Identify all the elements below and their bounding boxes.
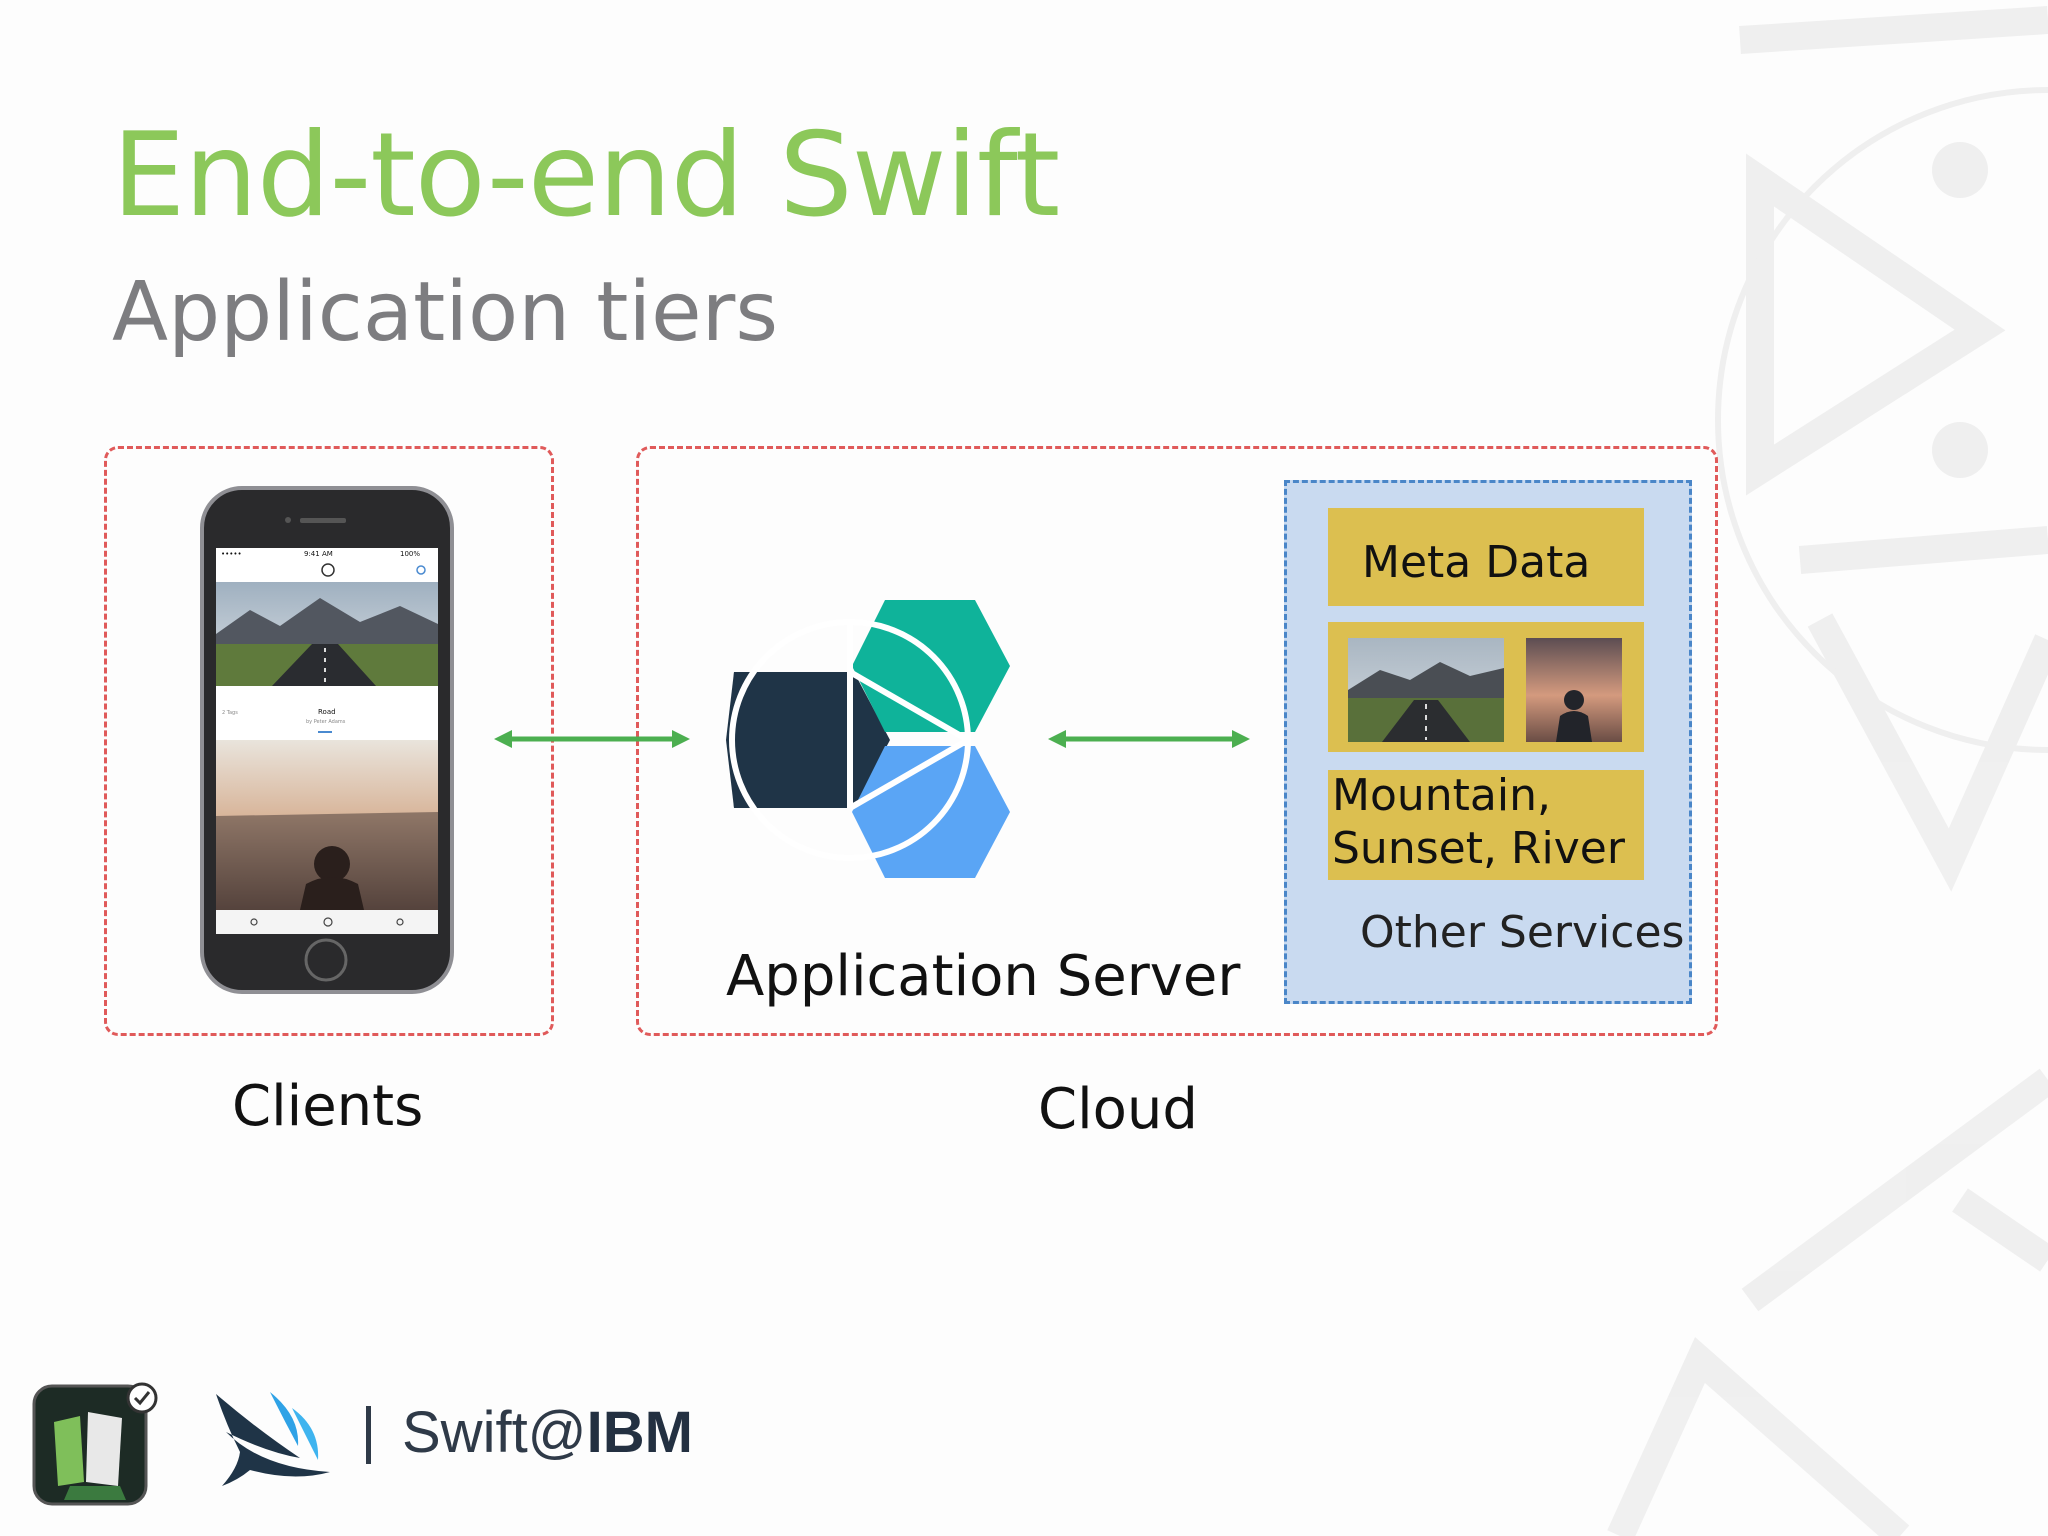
swift-ibm-wordmark: Swift@IBM bbox=[402, 1404, 693, 1462]
sunset-thumbnail bbox=[1526, 638, 1622, 742]
iphone-device-icon: ••••• 9:41 AM 100% Road by Peter Adams 2… bbox=[200, 486, 454, 994]
phone-status-battery: 100% bbox=[400, 550, 420, 558]
app-icon bbox=[32, 1382, 158, 1506]
tags-label: Mountain, Sunset, River bbox=[1332, 770, 1625, 874]
phone-post-byline: by Peter Adams bbox=[306, 719, 346, 725]
tags-block bbox=[1328, 770, 1644, 880]
footer-divider bbox=[366, 1406, 371, 1464]
clients-label: Clients bbox=[232, 1074, 424, 1139]
phone-status-time: 9:41 AM bbox=[304, 550, 333, 558]
meta-data-block bbox=[1328, 508, 1644, 606]
application-server-label: Application Server bbox=[726, 944, 1241, 1009]
road-thumbnail bbox=[1348, 638, 1504, 742]
phone-post-tags: 2 Tags bbox=[222, 710, 238, 716]
cloud-label: Cloud bbox=[1038, 1077, 1198, 1142]
brand-ibm: IBM bbox=[586, 1400, 693, 1465]
slide-subtitle: Application tiers bbox=[112, 265, 779, 360]
meta-data-label: Meta Data bbox=[1362, 537, 1591, 588]
phone-post-title: Road bbox=[318, 708, 336, 716]
brand-prefix: Swift@ bbox=[402, 1400, 587, 1465]
svg-text:•••••: ••••• bbox=[221, 550, 242, 558]
other-services-label: Other Services bbox=[1360, 907, 1685, 958]
slide-title: End-to-end Swift bbox=[112, 108, 1060, 243]
